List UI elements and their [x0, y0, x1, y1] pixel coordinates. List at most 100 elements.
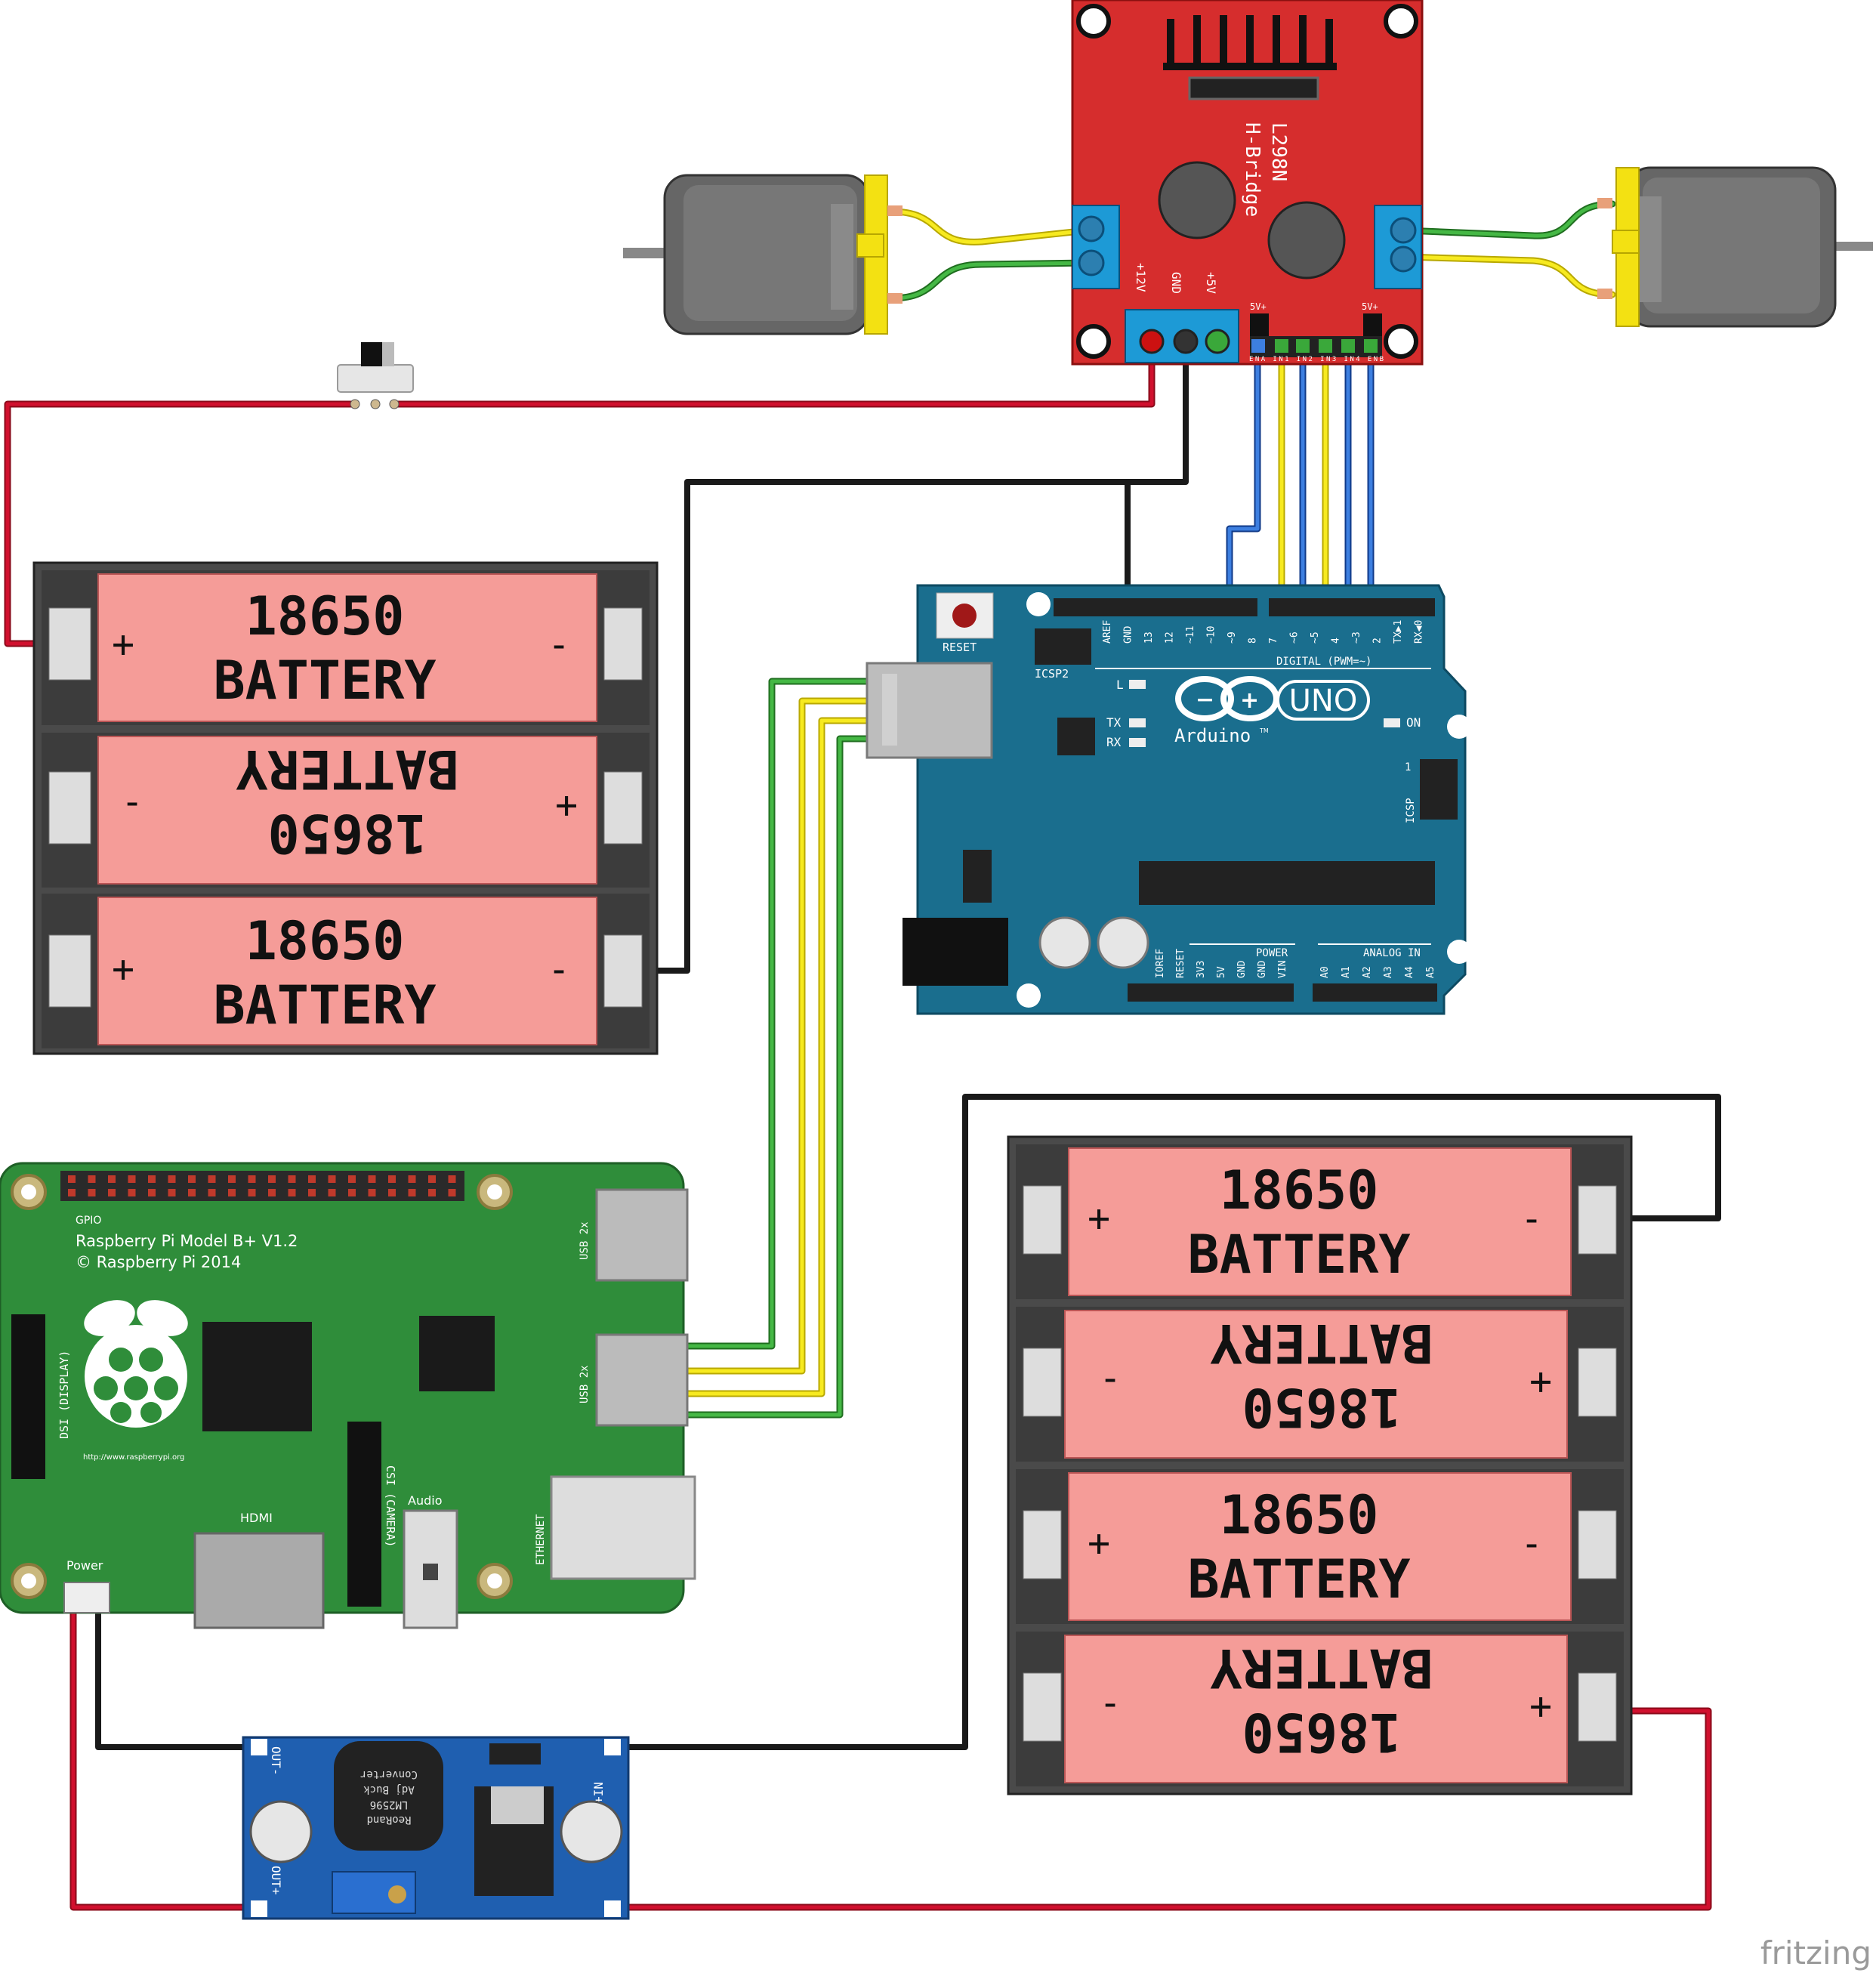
- wire-green-usb-1-inner: [676, 679, 886, 1348]
- label-enb-jumper: 5V+: [1362, 301, 1378, 312]
- gpio-pin: [368, 1189, 376, 1196]
- led-tx-label: TX: [1106, 715, 1122, 730]
- pin-label: 13: [1143, 631, 1155, 644]
- gpio-pin: [328, 1189, 336, 1196]
- gpio-pin: [168, 1189, 176, 1196]
- icsp-header[interactable]: [1420, 759, 1458, 820]
- pin-label: 4: [1331, 638, 1342, 644]
- battery-plus: +: [1529, 1686, 1552, 1730]
- wire-red-battery-to-switch-inner: [5, 402, 357, 646]
- battery-cell: 18650 BATTERY + -: [1016, 1469, 1624, 1624]
- battery-num: 18650: [245, 910, 405, 972]
- motor-terminal-a[interactable]: [1072, 205, 1120, 289]
- gpio-pin: [228, 1189, 236, 1196]
- gpio-pin: [408, 1175, 416, 1183]
- csi-label: CSI (CAMERA): [384, 1465, 397, 1547]
- pin-label: ~10: [1206, 626, 1217, 644]
- gpio-pin: [68, 1189, 76, 1196]
- l298n-hbridge: L298N H-Bridge +12V GND +5V 5V+ 5V+: [1071, 0, 1424, 366]
- slide-switch[interactable]: [337, 342, 414, 409]
- usb-label-top: USB 2x: [579, 1221, 591, 1260]
- ethernet-label: ETHERNET: [535, 1514, 547, 1565]
- power-terminal[interactable]: [1125, 309, 1239, 363]
- in-plus-label: +IN: [591, 1782, 606, 1804]
- icsp-pin-one: 1: [1405, 761, 1411, 773]
- wire-yellow-motor-right-inner: [1402, 255, 1615, 297]
- pin-label: ~6: [1289, 631, 1301, 644]
- pin-label: TX▶1: [1393, 620, 1404, 644]
- icsp2-header[interactable]: [1035, 628, 1091, 665]
- wire-yellow-usb-3: [674, 717, 887, 1397]
- gpio-pin: [268, 1189, 276, 1196]
- battery-minus: -: [1520, 1521, 1543, 1565]
- atmega-chip: [1139, 861, 1435, 905]
- gpio-pin: [428, 1175, 436, 1183]
- gpio-header[interactable]: [60, 1171, 464, 1201]
- battery-minus: -: [548, 622, 570, 666]
- wire-yellow-usb-2-inner: [676, 699, 886, 1373]
- pin-label: GND: [1236, 960, 1248, 978]
- battery-plus: +: [1088, 1521, 1110, 1565]
- digital-header-2[interactable]: [1269, 598, 1435, 616]
- battery-plus: +: [1529, 1361, 1552, 1405]
- battery-word: BATTERY: [1210, 1637, 1433, 1699]
- analog-header[interactable]: [1313, 983, 1437, 1002]
- hdmi-port[interactable]: [193, 1532, 325, 1629]
- hbridge-capacitor-1: [1158, 161, 1236, 239]
- battery-word: BATTERY: [1210, 1312, 1433, 1374]
- gpio-pin: [388, 1175, 396, 1183]
- battery-word: BATTERY: [236, 738, 458, 800]
- battery-pack-3cell: 18650 BATTERY + - 18650 BATTERY + - 1865…: [32, 561, 659, 1055]
- lan-chip: [419, 1316, 495, 1391]
- ethernet-port[interactable]: [550, 1475, 696, 1580]
- pin-label: GND: [1257, 960, 1268, 978]
- control-header[interactable]: [1250, 313, 1382, 357]
- buck-capacitor-out: [249, 1800, 313, 1863]
- digital-header-1[interactable]: [1054, 598, 1257, 616]
- pin-label: 3V3: [1196, 961, 1207, 978]
- power-header[interactable]: [1128, 983, 1294, 1002]
- battery-word: BATTERY: [1187, 1224, 1410, 1286]
- gpio-pin: [388, 1189, 396, 1196]
- battery-pack-4cell: 18650 BATTERY + - 18650 BATTERY + - 1865…: [1007, 1135, 1633, 1795]
- audio-jack[interactable]: [403, 1509, 458, 1629]
- csi-connector[interactable]: [347, 1422, 381, 1607]
- label-control-pins: ENA IN1 IN2 IN3 IN4 ENB: [1249, 356, 1384, 363]
- wire-red-pack2-to-buck-inner: [617, 1709, 1711, 1910]
- power-label: POWER: [1256, 947, 1288, 959]
- buck-capacitor-in: [560, 1800, 623, 1863]
- gpio-pin: [188, 1189, 196, 1196]
- inductor: [334, 1741, 443, 1851]
- gpio-pin: [308, 1175, 316, 1183]
- wire-yellow-usb-3-inner: [676, 718, 886, 1396]
- hbridge-title: L298N: [1267, 122, 1290, 181]
- rpi-url: http://www.raspberrypi.org: [83, 1453, 184, 1462]
- capacitor-2: [1097, 916, 1149, 969]
- label-gnd: GND: [1169, 272, 1183, 294]
- gpio-pin: [448, 1175, 456, 1183]
- analog-label: ANALOG IN: [1363, 947, 1421, 959]
- gpio-pin: [68, 1175, 76, 1183]
- dsi-connector[interactable]: [11, 1314, 45, 1479]
- gpio-pin: [288, 1175, 296, 1183]
- gpio-pin: [88, 1189, 96, 1196]
- gpio-pin: [248, 1175, 256, 1183]
- battery-cell: 18650 BATTERY + -: [42, 894, 650, 1048]
- usb-port-bottom[interactable]: [595, 1333, 689, 1427]
- motor-terminal-b[interactable]: [1374, 205, 1422, 289]
- gpio-pin: [228, 1175, 236, 1183]
- power-jack[interactable]: [903, 918, 1008, 986]
- gpio-pin: [208, 1175, 216, 1183]
- pin-label: 7: [1268, 638, 1279, 644]
- power-connector[interactable]: [63, 1582, 110, 1613]
- wire-green-usb-1: [674, 678, 887, 1350]
- digital-label: DIGITAL (PWM=~): [1276, 656, 1372, 668]
- pin-label: ~9: [1226, 631, 1238, 644]
- pin-label: 5V: [1216, 966, 1227, 978]
- usb-port-top[interactable]: [595, 1188, 689, 1282]
- rpi-copyright: © Raspberry Pi 2014: [76, 1253, 241, 1271]
- gpio-pin: [148, 1175, 156, 1183]
